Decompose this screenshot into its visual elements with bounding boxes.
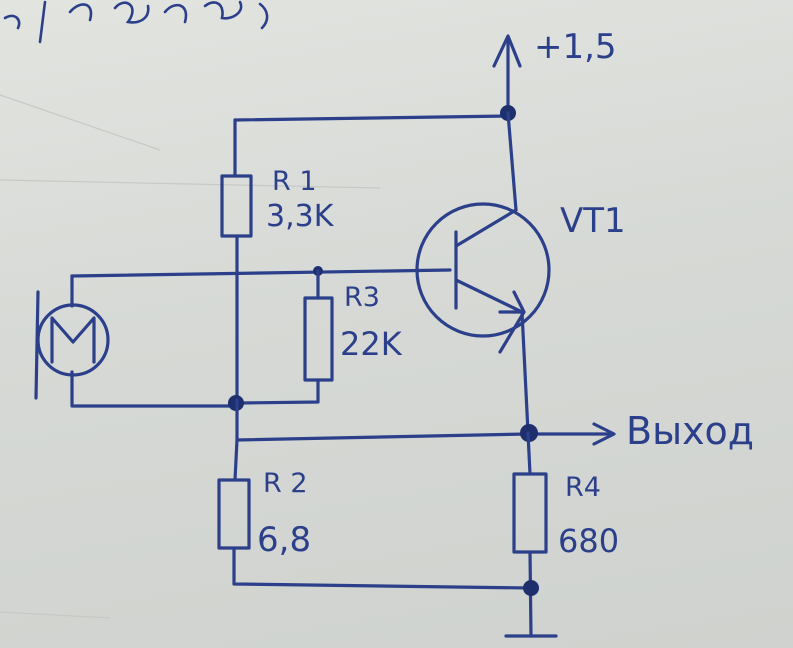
paper-crease <box>0 611 111 619</box>
supply-arrow-icon <box>492 34 522 68</box>
r1-name: R 1 <box>272 166 317 197</box>
microphone-letter-icon <box>50 316 96 364</box>
paper-crease <box>0 179 381 189</box>
top-rail-wire <box>233 114 510 122</box>
supply-label: +1,5 <box>534 27 617 67</box>
r4-wire-top <box>526 431 532 476</box>
resistor-r3 <box>303 296 334 382</box>
resistor-r4 <box>512 472 548 554</box>
resistor-r2 <box>217 478 251 550</box>
junction-dot <box>523 580 539 596</box>
r2-wire-top <box>233 438 239 482</box>
output-wire <box>235 398 614 442</box>
output-label: Выход <box>626 409 754 453</box>
paper-crease <box>0 94 161 151</box>
output-arrow-icon <box>592 422 616 446</box>
transistor-collector <box>454 208 518 248</box>
base-wire <box>70 268 452 278</box>
handwriting-scribble <box>3 0 269 44</box>
r3-value: 22K <box>340 325 403 363</box>
emitter-arrow-icon <box>498 290 526 354</box>
r1-value: 3,3K <box>266 199 335 234</box>
emitter-wire <box>520 310 530 434</box>
r4-value: 680 <box>558 522 619 560</box>
r4-name: R4 <box>565 472 601 503</box>
transistor-label: VT1 <box>560 201 626 241</box>
transistor-emitter <box>454 278 524 314</box>
transistor-vt1 <box>415 202 551 338</box>
r3-wire-bottom <box>238 378 320 405</box>
r2-value: 6,8 <box>257 520 311 560</box>
microphone-plate <box>34 290 40 400</box>
mic-wire-bottom <box>70 370 238 408</box>
r3-name: R3 <box>344 282 380 313</box>
r2-name: R 2 <box>263 468 308 499</box>
collector-wire <box>506 111 518 212</box>
ground-rail-wire <box>232 546 532 590</box>
